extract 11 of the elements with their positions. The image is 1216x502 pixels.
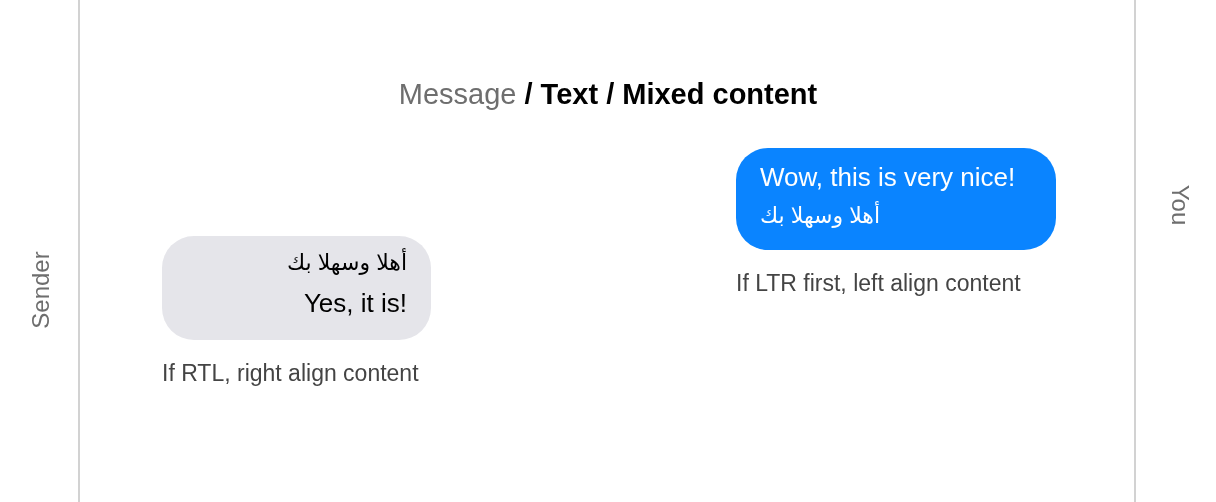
caption-text: If LTR first, left align content	[736, 269, 1021, 297]
message-text: Wow, this is very nice!	[760, 162, 1016, 194]
message-bubble	[162, 236, 431, 340]
side-label: Sender	[26, 251, 55, 329]
side-label: You	[1165, 184, 1194, 226]
title: Message / Text / Mixed content	[398, 78, 818, 110]
message-text: أهلا وسهلا بك	[286, 250, 407, 277]
message-text: أهلا وسهلا بك	[760, 203, 881, 230]
caption-text: If RTL, right align content	[162, 359, 419, 387]
message-text: Yes, it is!	[303, 288, 407, 320]
message-bubble	[736, 148, 1056, 250]
